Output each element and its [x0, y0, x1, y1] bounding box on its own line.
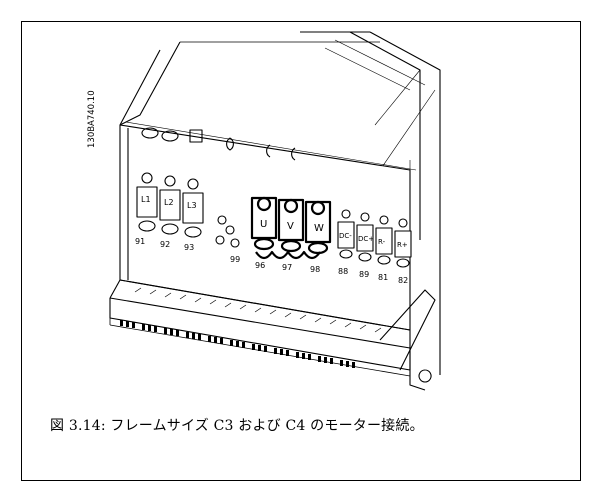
- terminal-l1-label: L1: [141, 195, 151, 204]
- terminal-u-label: U: [260, 219, 267, 230]
- terminal-w-label: W: [314, 223, 324, 234]
- terminal-l3-label: L3: [187, 201, 197, 210]
- terminal-97-label: 97: [282, 263, 292, 272]
- terminal-88-label: 88: [338, 267, 348, 276]
- terminal-r-minus-label: R-: [378, 238, 386, 246]
- terminal-89-label: 89: [359, 270, 369, 279]
- terminal-82-label: 82: [398, 276, 408, 285]
- terminal-96-label: 96: [255, 261, 265, 270]
- terminal-98-label: 98: [310, 265, 320, 274]
- figure-frame: [21, 21, 581, 481]
- terminal-dc-minus-label: DC-: [339, 232, 352, 240]
- terminal-99-label: 99: [230, 255, 240, 264]
- figure-caption: 図 3.14: フレームサイズ C3 および C4 のモーター接続。: [50, 418, 424, 434]
- terminal-91-label: 91: [135, 237, 145, 246]
- terminal-92-label: 92: [160, 240, 170, 249]
- terminal-93-label: 93: [184, 243, 194, 252]
- terminal-l2-label: L2: [164, 198, 174, 207]
- terminal-dc-plus-label: DC+: [358, 235, 374, 243]
- terminal-v-label: V: [287, 221, 294, 232]
- motor-connection-drawing: L1 L2 L3 91 92 93 U V W 96 97 98 99 DC- …: [109, 31, 441, 391]
- terminal-r-plus-label: R+: [397, 241, 408, 249]
- terminal-81-label: 81: [378, 273, 388, 282]
